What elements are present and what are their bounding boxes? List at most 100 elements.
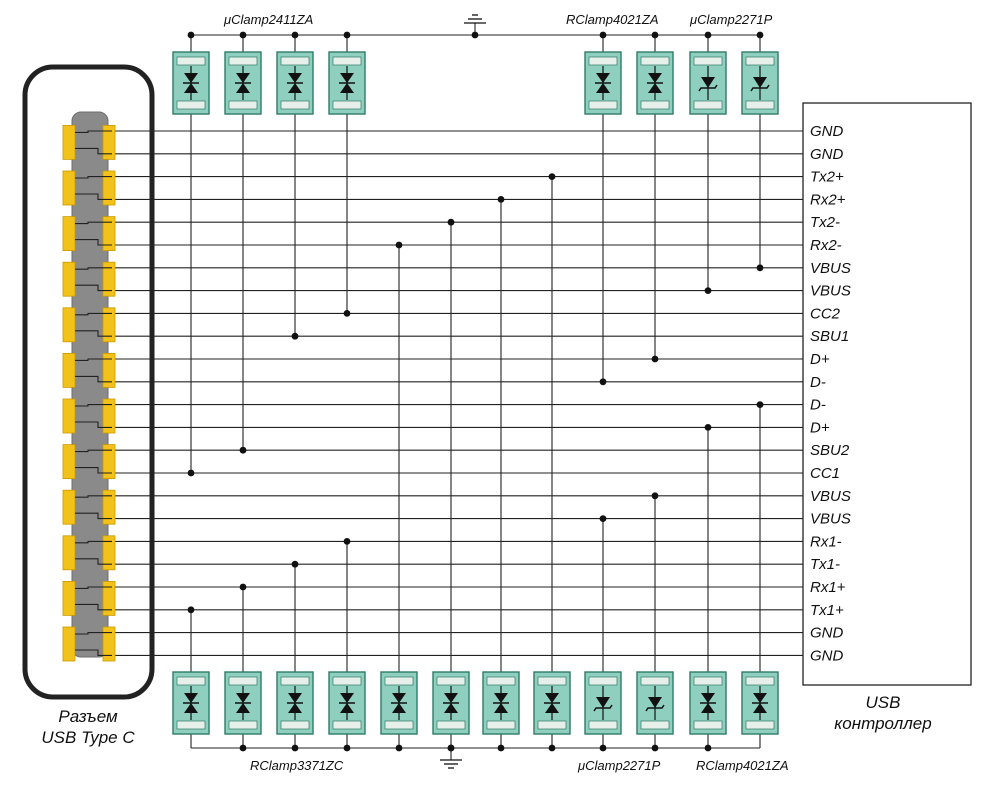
contact-pad-left (62, 398, 76, 434)
pin-label: CC2 (810, 305, 841, 322)
part-label: RClamp4021ZA (566, 12, 659, 27)
junction-dot (756, 401, 764, 408)
junction-dot (187, 606, 195, 614)
connector-trace (75, 239, 112, 246)
pin-label: Tx1- (810, 556, 840, 573)
connector-trace (75, 193, 112, 200)
diode-symbol (444, 703, 458, 713)
connector-trace (75, 267, 112, 270)
device-pad-bottom (537, 720, 567, 730)
junction-dot (651, 744, 659, 752)
connector-trace (75, 632, 112, 635)
usb-controller-box (802, 102, 972, 686)
diode-symbol (596, 83, 610, 93)
part-label: μClamp2271P (577, 758, 661, 773)
junction-dot (395, 241, 403, 249)
connector-trace (75, 495, 112, 498)
connector-trace (75, 284, 112, 292)
diode-symbol (701, 693, 715, 703)
contact-pad-left (62, 125, 76, 160)
diode-symbol (236, 703, 250, 713)
pin-label: Tx1+ (810, 602, 844, 619)
junction-dot (704, 287, 712, 294)
diode-symbol (340, 693, 354, 703)
part-label: μClamp2271P (689, 12, 773, 27)
diode-symbol (494, 693, 508, 703)
pin-label: GND (810, 146, 844, 163)
connector-trace (75, 312, 112, 316)
contact-pad-left (62, 352, 76, 388)
junction-dot (239, 446, 247, 454)
tvs-device-top (276, 51, 314, 115)
pin-label: CC1 (810, 465, 840, 482)
junction-dot (651, 355, 659, 363)
pin-label: SBU1 (810, 328, 849, 345)
device-pad-top (280, 676, 310, 686)
connector-trace (75, 558, 112, 565)
tvs-device-top (636, 51, 674, 115)
controller-caption: контроллер (834, 714, 931, 733)
device-pad-bottom (176, 100, 206, 110)
diode-symbol (288, 703, 302, 713)
device-pad-bottom (228, 720, 258, 730)
diode-symbol (392, 703, 406, 713)
diode-symbol (753, 693, 767, 703)
pin-label: Tx2- (810, 214, 840, 231)
connector-caption: Разъем (58, 707, 118, 726)
junction-dot (291, 31, 299, 39)
connector-trace (75, 467, 112, 474)
device-pad-bottom (436, 720, 466, 730)
device-pad-bottom (745, 100, 775, 110)
device-pad-bottom (693, 100, 723, 110)
junction-dot (395, 744, 403, 752)
junction-dot (704, 744, 712, 752)
connector-trace (75, 147, 112, 155)
junction-dot (239, 31, 247, 39)
pin-label: D- (810, 397, 826, 414)
contact-pad-right (102, 352, 116, 388)
device-pad-top (228, 56, 258, 66)
diode-symbol (236, 693, 250, 703)
connector-trace (75, 603, 112, 611)
tvs-device-bottom (584, 671, 622, 735)
connector-trace (75, 512, 112, 520)
connector-trace (75, 358, 112, 361)
diode-symbol (340, 83, 354, 93)
zener-bar (645, 704, 665, 712)
contact-pad-right (102, 489, 116, 525)
zener-symbol (753, 77, 767, 88)
ground-icon (440, 744, 462, 769)
controller-caption: USB (866, 693, 901, 712)
connector-trace (75, 586, 112, 589)
pin-label: VBUS (810, 511, 851, 528)
part-label: RClamp3371ZC (250, 758, 344, 773)
junction-dot (704, 424, 712, 431)
part-label: μClamp2411ZA (223, 12, 313, 27)
tvs-device-top (172, 51, 210, 115)
pin-label: VBUS (810, 260, 851, 277)
junction-dot (651, 492, 659, 500)
device-pad-bottom (640, 720, 670, 730)
device-pad-top (228, 676, 258, 686)
contact-pad-right (102, 261, 116, 297)
contact-pad-right (102, 125, 116, 160)
pin-label: Rx1- (810, 533, 842, 550)
diode-symbol (648, 83, 662, 93)
junction-dot (343, 310, 351, 317)
pin-label: D- (810, 374, 826, 391)
device-pad-top (332, 676, 362, 686)
diode-symbol (184, 83, 198, 93)
contact-pad-right (102, 444, 116, 480)
pin-label: Tx2+ (810, 169, 844, 186)
diode-symbol (701, 703, 715, 713)
junction-dot (291, 744, 299, 752)
diode-symbol (545, 693, 559, 703)
contact-pad-left (62, 261, 76, 297)
junction-dot (756, 264, 764, 272)
tvs-device-top (689, 51, 727, 115)
junction-dot (343, 744, 351, 752)
labels: USBконтроллерGNDGNDTx2+Rx2+Tx2-Rx2-VBUSV… (41, 12, 931, 773)
tvs-devices (172, 51, 779, 735)
junction-dot (548, 744, 556, 752)
device-pad-bottom (332, 100, 362, 110)
